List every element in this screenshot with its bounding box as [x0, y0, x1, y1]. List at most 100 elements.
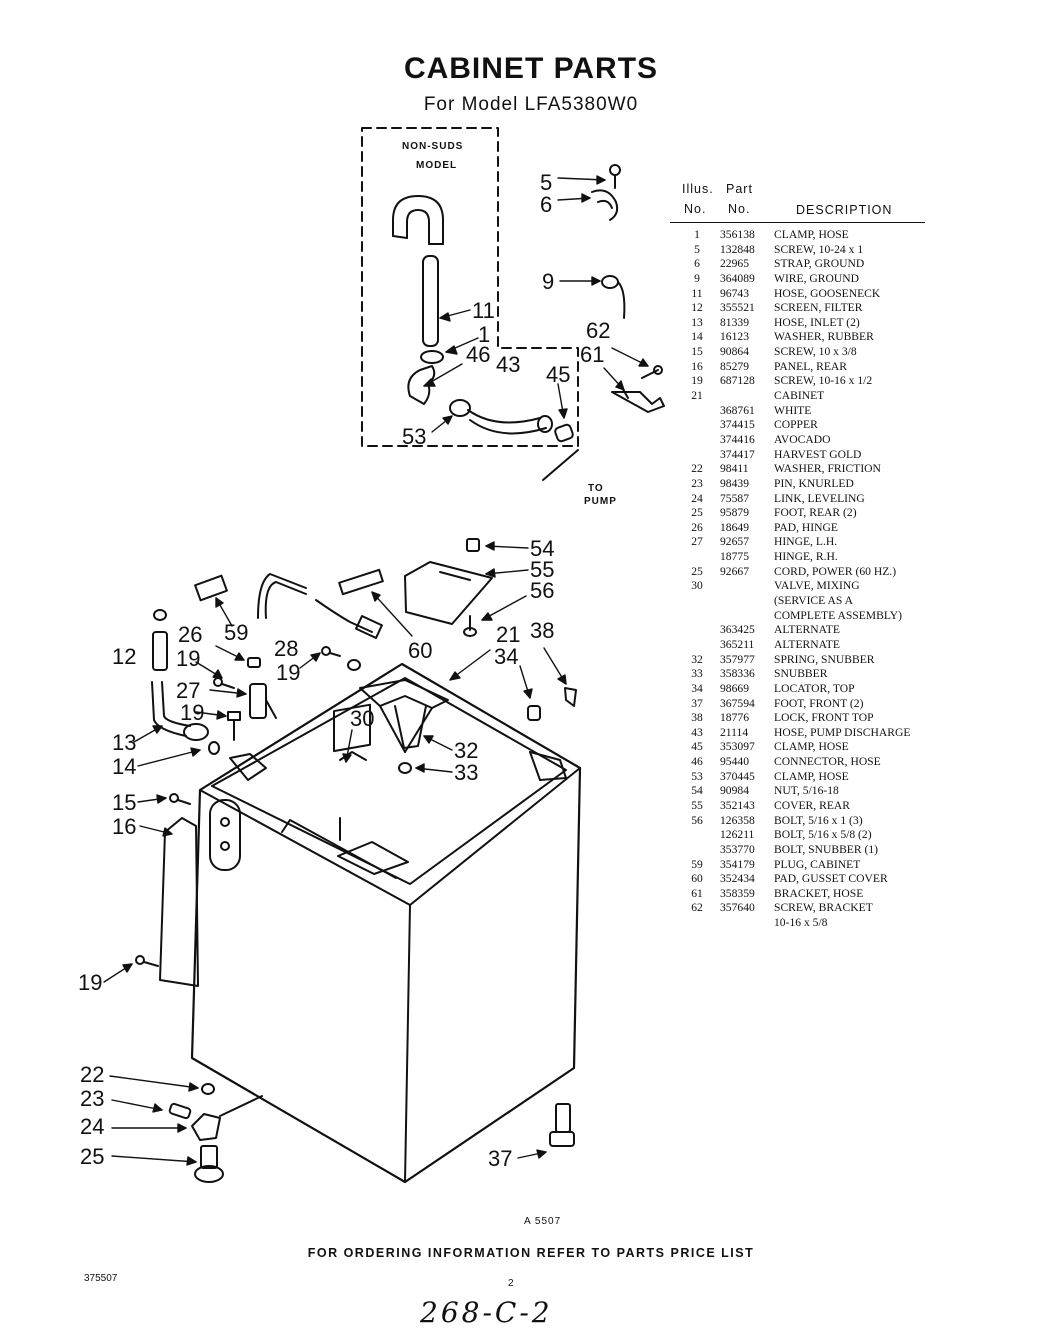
description-cell: HINGE, L.H.: [774, 535, 838, 549]
header-description: DESCRIPTION: [796, 203, 893, 217]
callout-1: 1: [478, 322, 490, 347]
table-row: 10-16 x 5/8: [680, 916, 930, 931]
part-no-cell: 18649: [720, 520, 749, 534]
to-pump-label-line1: TO: [588, 483, 604, 494]
callout-53: 53: [402, 424, 426, 449]
description-cell: COMPLETE ASSEMBLY): [774, 608, 902, 622]
front-top-lock: [564, 687, 577, 707]
description-cell: CORD, POWER (60 HZ.): [774, 564, 897, 578]
callout-59: 59: [224, 620, 248, 645]
illus-no-cell: 19: [691, 374, 703, 388]
description-cell: ALTERNATE: [774, 623, 840, 637]
description-cell: ALTERNATE: [774, 637, 840, 651]
callout-25: 25: [80, 1144, 104, 1169]
description-cell: LOCATOR, TOP: [774, 681, 855, 695]
description-cell: SCREW, 10-16 x 1/2: [774, 374, 873, 388]
inset-label-line1: NON-SUDS: [402, 141, 463, 152]
cabinet-top-gusset-struts: [379, 705, 433, 753]
description-cell: STRAP, GROUND: [774, 257, 865, 271]
part-no-cell: 81339: [720, 315, 749, 329]
illus-no-cell: 32: [691, 652, 703, 666]
illus-no-cell: 24: [691, 491, 703, 505]
inset-label-line2: MODEL: [416, 160, 457, 171]
inlet-tube: [422, 255, 439, 347]
part-no-cell: 75587: [720, 491, 749, 505]
part-no-cell: 132848: [720, 242, 755, 256]
part-no-cell: 18776: [720, 711, 749, 725]
page-title: CABINET PARTS: [403, 52, 659, 85]
illus-no-cell: 16: [691, 359, 703, 373]
callout-19-d: 19: [78, 970, 102, 995]
callout-9: 9: [542, 269, 554, 294]
non-suds-inset: [361, 127, 579, 447]
illus-no-cell: 21: [691, 389, 703, 403]
part-no-cell: 95879: [720, 506, 749, 520]
table-row: COMPLETE ASSEMBLY): [680, 609, 930, 624]
illus-no-cell: 55: [691, 798, 703, 812]
part-no-cell: 92657: [720, 535, 749, 549]
description-cell: CLAMP, HOSE: [774, 740, 849, 754]
illus-no-cell: 34: [691, 681, 703, 695]
part-no-cell: 352143: [720, 798, 755, 812]
illus-no-cell: 53: [691, 769, 703, 783]
description-cell: CLAMP, HOSE: [774, 769, 849, 783]
document-number: 375507: [84, 1273, 118, 1284]
part-no-cell: 352434: [720, 872, 755, 886]
front-foot: [549, 1103, 575, 1147]
ordering-footer: FOR ORDERING INFORMATION REFER TO PARTS …: [307, 1246, 755, 1260]
callout-33: 33: [454, 760, 478, 785]
discharge-hose: [467, 409, 553, 435]
header-rule: [670, 222, 925, 223]
part-no-cell: 85279: [720, 359, 749, 373]
part-no-cell: 22965: [720, 257, 749, 271]
filter-screen: [152, 609, 168, 671]
cabinet-plug: [194, 574, 228, 602]
part-no-cell: 95440: [720, 755, 749, 769]
description-cell: WHITE: [774, 403, 812, 417]
screw-15: [169, 793, 191, 805]
callout-54: 54: [530, 536, 554, 561]
illus-no-cell: 62: [691, 901, 703, 915]
callout-19-c: 19: [180, 700, 204, 725]
description-cell: LINK, LEVELING: [774, 491, 865, 505]
friction-washer: [201, 1083, 215, 1095]
callout-62: 62: [586, 318, 610, 343]
description-cell: SCREW, 10-24 x 1: [774, 242, 864, 256]
top-locator: [527, 705, 541, 721]
description-cell: NUT, 5/16-18: [774, 784, 839, 798]
callout-34: 34: [494, 644, 518, 669]
header-illus: Illus.: [682, 182, 714, 196]
power-cord: [257, 573, 383, 639]
description-cell: BOLT, 5/16 x 1 (3): [774, 813, 863, 827]
part-no-cell: 357977: [720, 652, 755, 666]
handwritten-note: 268-C-2: [420, 1296, 553, 1329]
illus-no-cell: 26: [691, 520, 703, 534]
header-part: Part: [726, 182, 753, 196]
hose-connector-elbow: [407, 365, 436, 405]
description-cell: FOOT, FRONT (2): [774, 696, 864, 710]
illus-no-cell: 14: [691, 330, 703, 344]
description-cell: WASHER, FRICTION: [774, 462, 881, 476]
description-cell: LOCK, FRONT TOP: [774, 711, 874, 725]
callout-21: 21: [496, 622, 520, 647]
screw-19-upper: [321, 646, 361, 671]
